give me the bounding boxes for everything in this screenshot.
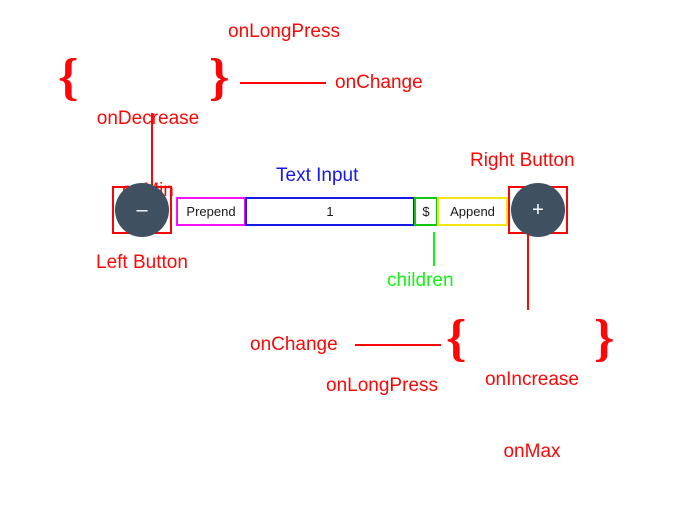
brace-open-bottom: { — [446, 310, 467, 367]
annotation-onmax: onMax — [503, 441, 561, 462]
annotation-top-onlongpress: onLongPress — [228, 21, 340, 42]
leader-line-right-button — [527, 234, 529, 310]
leader-line-left-button — [151, 113, 153, 189]
prepend-segment: Prepend — [176, 197, 246, 226]
brace-close-bottom: } — [594, 310, 615, 367]
label-children: children — [387, 270, 454, 291]
left-button-circle[interactable]: – — [115, 183, 169, 237]
leader-line-children — [433, 232, 435, 266]
minus-icon: – — [136, 199, 148, 221]
right-button[interactable]: + — [508, 183, 568, 237]
number-input-widget: – Prepend 1 $ Append + — [112, 183, 568, 237]
text-input[interactable]: 1 — [245, 197, 415, 226]
children-segment: $ — [414, 197, 438, 226]
leader-line-bottom-horizontal — [355, 344, 441, 346]
left-button[interactable]: – — [112, 183, 172, 237]
label-left-button: Left Button — [96, 252, 188, 273]
annotation-bottom-onlongpress: onLongPress — [326, 375, 438, 396]
diagram-canvas: onLongPress { onDecrease onMin } onChang… — [58, 21, 615, 462]
label-right-button: Right Button — [470, 150, 575, 171]
annotation-top-onchange: onChange — [335, 72, 423, 93]
prepend-label: Prepend — [186, 204, 236, 219]
brace-open-top: { — [58, 49, 79, 106]
right-button-circle[interactable]: + — [511, 183, 565, 237]
plus-icon: + — [532, 199, 544, 221]
annotation-bottom-group: onIncrease onMax — [473, 320, 591, 512]
append-label: Append — [450, 204, 495, 219]
append-segment: Append — [437, 197, 508, 226]
label-text-input: Text Input — [276, 165, 359, 186]
children-symbol: $ — [422, 204, 430, 219]
text-input-value: 1 — [326, 204, 334, 219]
annotation-ondecrease: onDecrease — [96, 108, 200, 129]
brace-close-top: } — [209, 49, 230, 106]
annotation-onincrease: onIncrease — [484, 369, 579, 390]
leader-line-top-horizontal — [240, 82, 326, 84]
annotation-bottom-onchange: onChange — [250, 334, 338, 355]
